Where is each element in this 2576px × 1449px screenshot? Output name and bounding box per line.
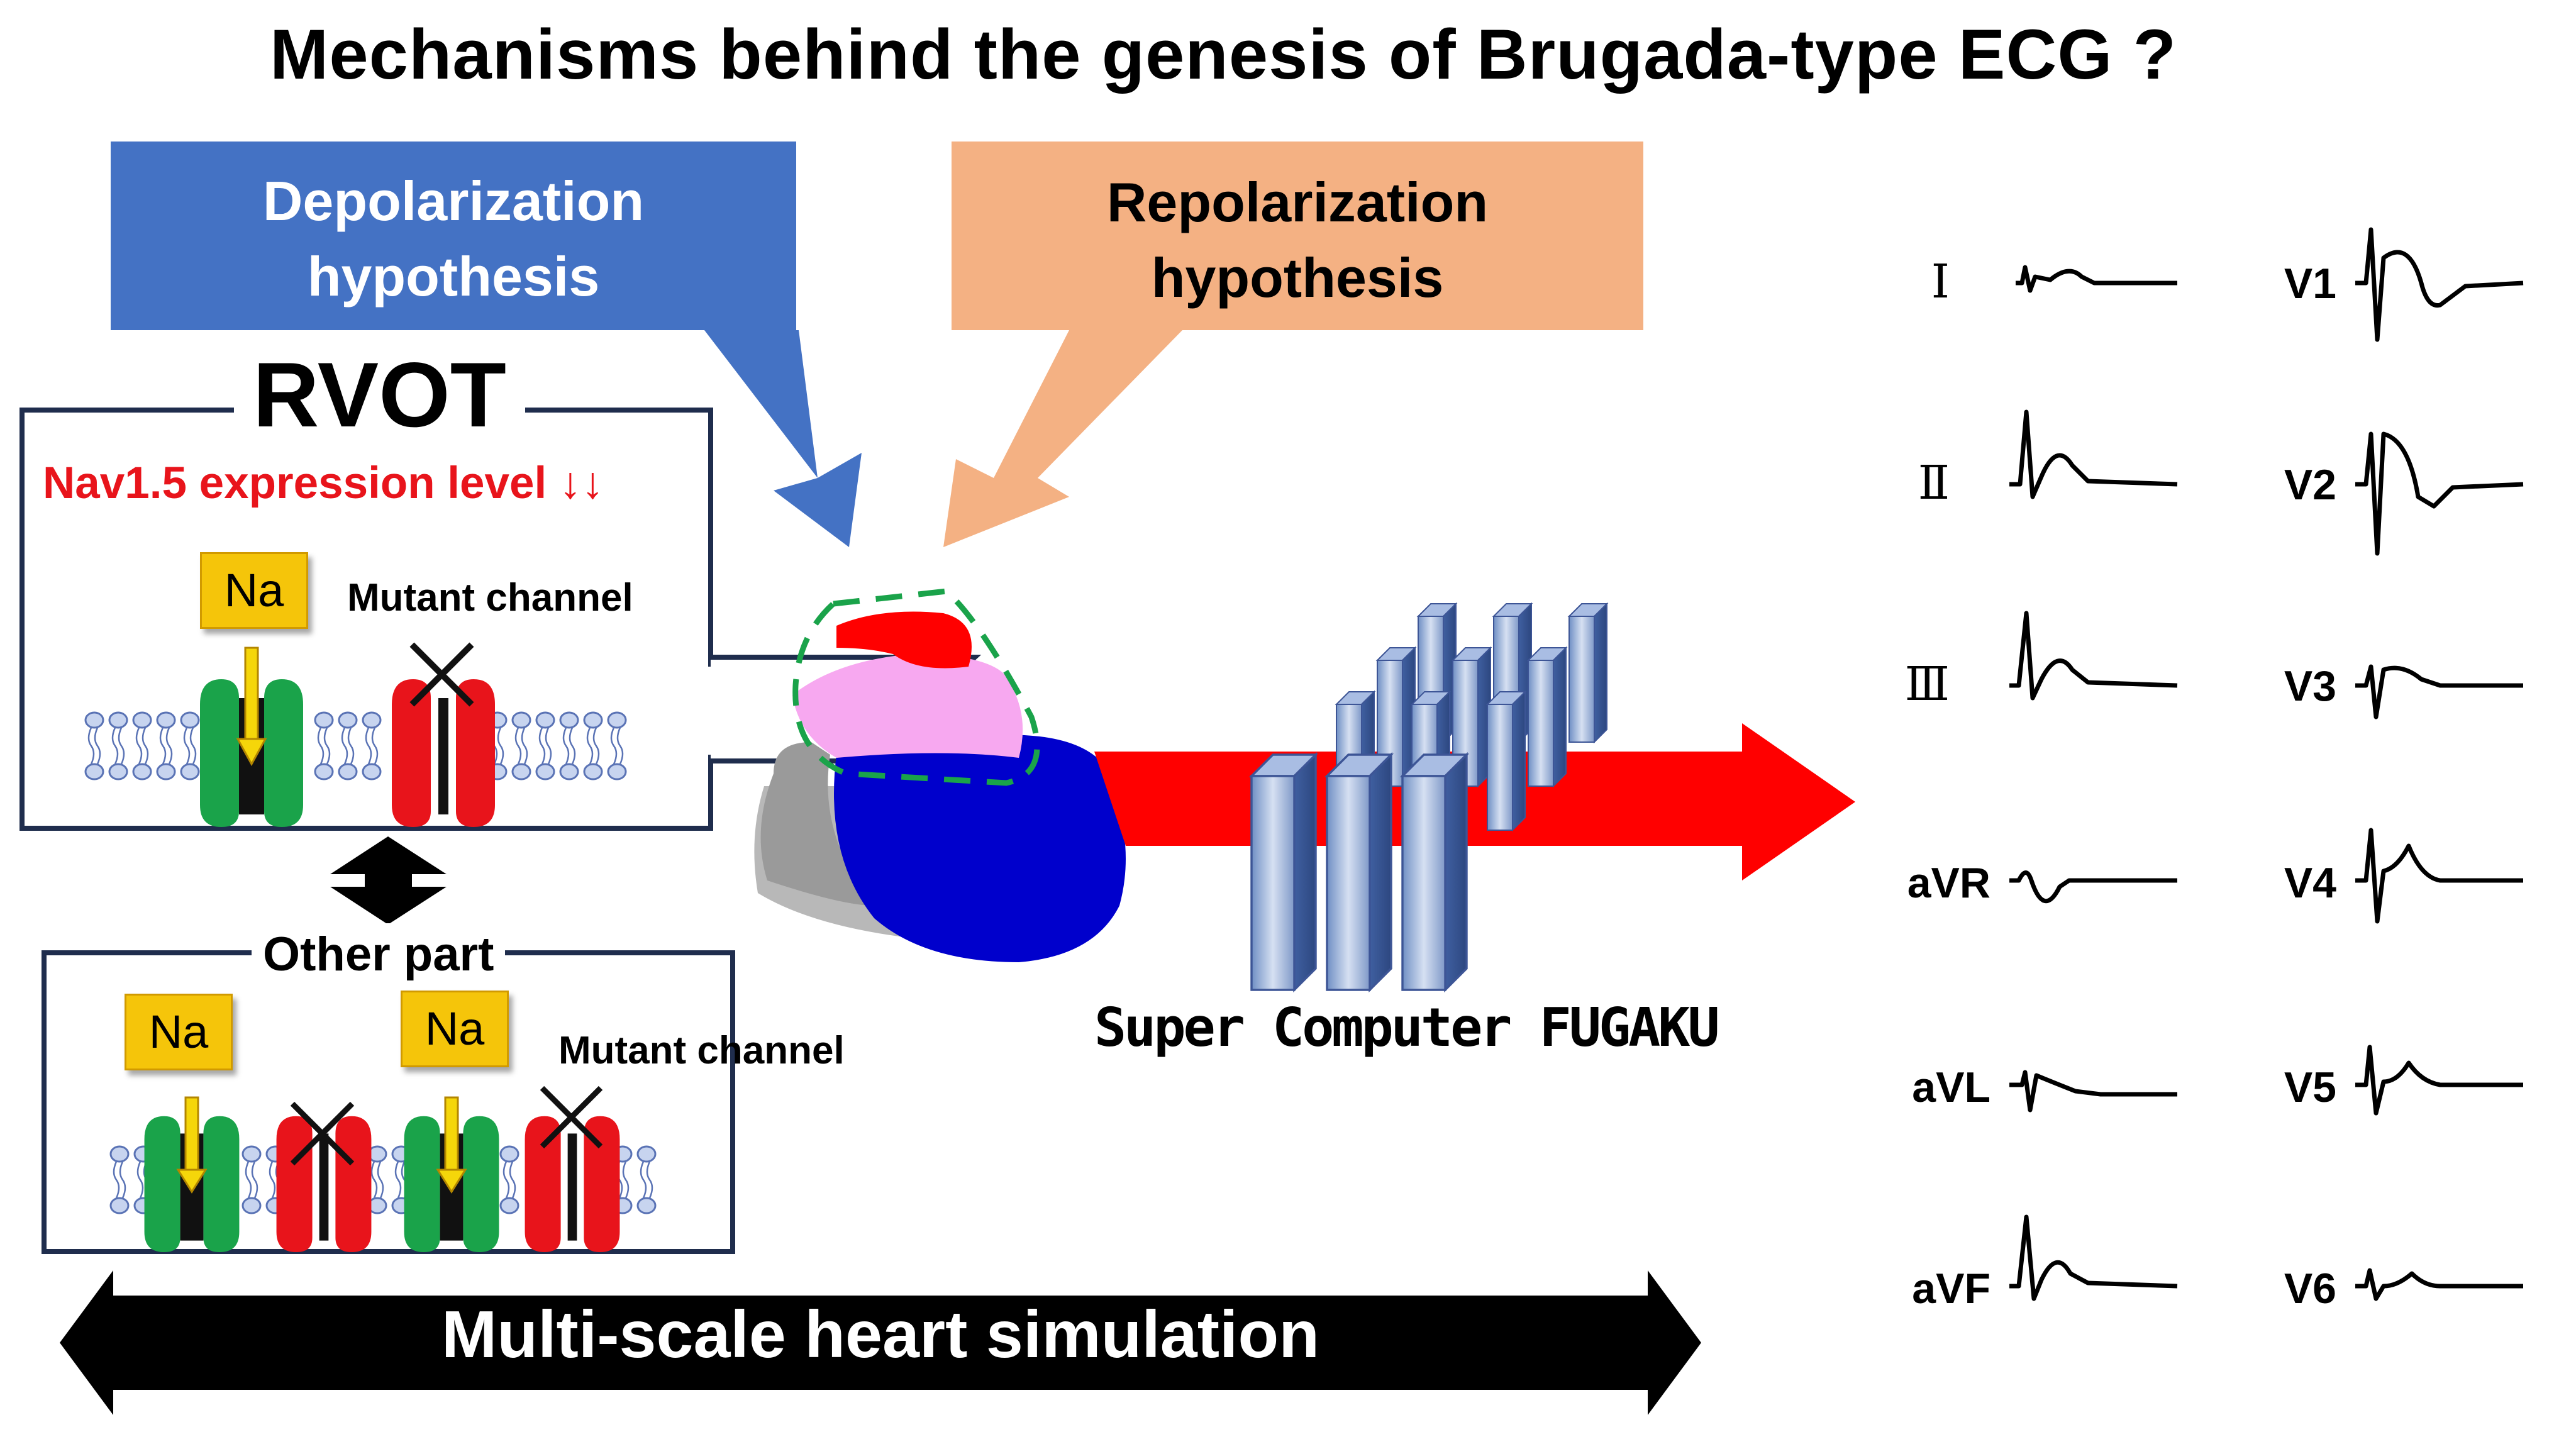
na-badge: Na bbox=[200, 552, 308, 629]
repolarization-line2: hypothesis bbox=[1151, 247, 1444, 309]
ecg-trace-lead-II bbox=[2009, 409, 2178, 499]
ecg-lead-label: V4 bbox=[2284, 859, 2336, 907]
ecg-trace-lead-V4 bbox=[2355, 828, 2523, 924]
repolarization-line1: Repolarization bbox=[1106, 171, 1489, 233]
ecg-lead-label: aVL bbox=[1912, 1063, 1990, 1111]
ecg-lead-label: V1 bbox=[2284, 260, 2336, 308]
mutant-channel-label: Mutant channel bbox=[347, 576, 633, 619]
other-part-title: Other part bbox=[252, 923, 506, 986]
ecg-lead-label: V2 bbox=[2284, 461, 2336, 509]
other-mutant-channel-2 bbox=[525, 1116, 620, 1252]
na-badge: Na bbox=[125, 994, 233, 1070]
ecg-trace-lead-V1 bbox=[2355, 227, 2524, 342]
heart-model-icon bbox=[754, 588, 1126, 962]
ecg-trace-lead-V5 bbox=[2355, 1045, 2523, 1116]
nav-expression-label: Nav1.5 expression level ↓↓ bbox=[43, 458, 604, 508]
supercomputer-label: Super Computer FUGAKU bbox=[1094, 997, 1720, 1059]
ecg-lead-label: Ⅲ bbox=[1904, 659, 1950, 711]
depolarization-callout bbox=[111, 142, 862, 547]
repolarization-callout bbox=[943, 142, 1643, 547]
ecg-trace-lead-V3 bbox=[2355, 664, 2523, 719]
rvot-mutant-channel bbox=[392, 679, 495, 827]
mutant-channel-label: Mutant channel bbox=[558, 1029, 845, 1072]
repolarization-hypothesis-label: Repolarization hypothesis bbox=[952, 165, 1643, 316]
ecg-trace-lead-aVF bbox=[2009, 1214, 2178, 1301]
page-title: Mechanisms behind the genesis of Brugada… bbox=[270, 15, 2177, 94]
ecg-trace-lead-V2 bbox=[2355, 431, 2524, 556]
ecg-lead-label: Ⅰ bbox=[1931, 257, 1950, 308]
depolarization-hypothesis-label: Depolarization hypothesis bbox=[111, 164, 796, 314]
ecg-lead-label: aVR bbox=[1907, 859, 1990, 907]
ecg-lead-label: V5 bbox=[2284, 1063, 2336, 1111]
ecg-trace-lead-aVL bbox=[2009, 1070, 2177, 1113]
ecg-lead-label: V3 bbox=[2284, 662, 2336, 710]
ecg-lead-label: aVF bbox=[1912, 1265, 1990, 1313]
ecg-lead-label: Ⅱ bbox=[1918, 458, 1950, 509]
simulation-double-arrow bbox=[60, 1270, 1701, 1415]
rvot-title: RVOT bbox=[234, 345, 525, 445]
cross-icon bbox=[409, 642, 474, 707]
na-influx-arrow-icon bbox=[236, 647, 267, 767]
ecg-trace-lead-aVR bbox=[2009, 870, 2177, 903]
na-influx-arrow-icon bbox=[176, 1096, 467, 1194]
double-arrow-vertical-icon bbox=[330, 836, 447, 924]
ecg-trace-lead-I bbox=[2016, 265, 2177, 293]
ecg-lead-label: V6 bbox=[2284, 1265, 2336, 1313]
cross-icon bbox=[290, 1085, 603, 1166]
depolarization-line2: hypothesis bbox=[307, 245, 600, 308]
depolarization-line1: Depolarization bbox=[262, 170, 645, 232]
ecg-traces bbox=[2009, 227, 2524, 1301]
simulation-label: Multi-scale heart simulation bbox=[441, 1297, 1319, 1372]
na-badge: Na bbox=[401, 991, 509, 1067]
ecg-trace-lead-V6 bbox=[2355, 1268, 2523, 1301]
ecg-trace-lead-III bbox=[2009, 611, 2178, 701]
